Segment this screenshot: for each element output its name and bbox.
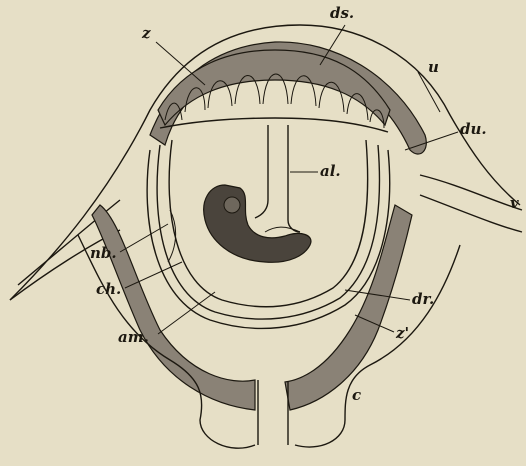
label-ds: ds. [330, 4, 354, 22]
label-c: c [352, 386, 361, 404]
label-nb: nb. [90, 244, 117, 262]
label-du: du. [460, 120, 487, 138]
label-am: am. [118, 328, 149, 346]
label-u: u [428, 58, 439, 76]
label-ch: ch. [96, 280, 121, 298]
label-z-prime: z' [395, 324, 409, 342]
label-z: z [141, 24, 151, 42]
label-dr: dr. [412, 290, 434, 308]
label-v: v [510, 194, 519, 212]
label-al: al. [320, 162, 341, 180]
embryo-eye [224, 197, 240, 213]
